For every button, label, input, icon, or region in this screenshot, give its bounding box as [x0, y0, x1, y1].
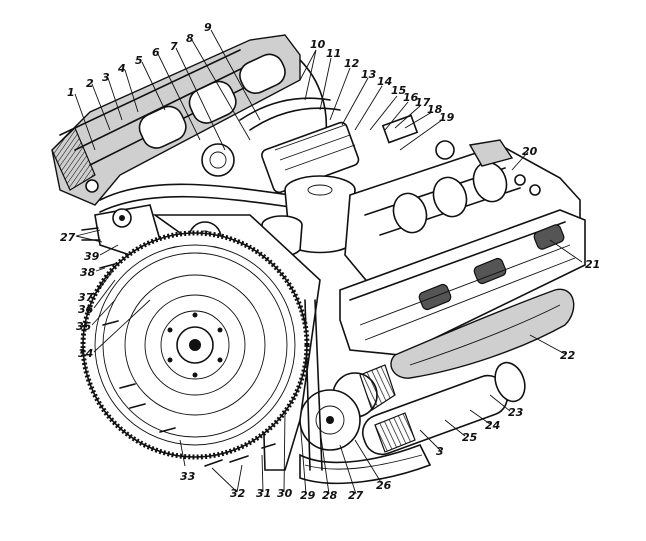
- callout-26: 26: [376, 479, 392, 492]
- front-bracket: [81, 204, 161, 256]
- callout-37: 37: [78, 291, 94, 304]
- callout-38: 38: [80, 266, 96, 279]
- callout-2: 2: [86, 77, 94, 90]
- right-cylinder-block: [339, 209, 586, 356]
- callout-32: 32: [230, 487, 246, 500]
- callout-33: 33: [180, 470, 196, 483]
- generator: [299, 364, 396, 451]
- callout-7: 7: [170, 40, 178, 53]
- callout-18: 18: [427, 103, 443, 116]
- flywheel: [80, 230, 310, 460]
- callout-17: 17: [415, 96, 431, 109]
- callout-14: 14: [377, 75, 392, 88]
- callout-29: 29: [300, 489, 316, 502]
- leader-lines: [74, 29, 583, 495]
- callout-5: 5: [135, 54, 143, 67]
- callout-3: 3: [102, 71, 110, 84]
- callout-31: 31: [256, 487, 271, 500]
- callout-3b: 3: [436, 445, 444, 458]
- callout-11: 11: [326, 47, 341, 60]
- exhaust-manifold: [390, 288, 575, 379]
- callout-25: 25: [462, 431, 478, 444]
- left-cylinder-head: [51, 34, 301, 206]
- mounting-studs: [99, 263, 276, 467]
- callout-35: 35: [76, 320, 92, 333]
- callout-6: 6: [152, 46, 160, 59]
- callout-27: 27: [348, 489, 364, 502]
- callout-24: 24: [485, 419, 500, 432]
- callout-20: 20: [522, 145, 538, 158]
- callout-27b: 27: [60, 231, 76, 244]
- callout-28: 28: [322, 489, 338, 502]
- callout-30: 30: [277, 487, 293, 500]
- callout-34: 34: [78, 347, 93, 360]
- fuel-injection-pump: [201, 114, 455, 194]
- callout-21: 21: [585, 258, 600, 271]
- starter-motor: [361, 361, 526, 456]
- callout-4: 4: [117, 62, 126, 75]
- callout-12: 12: [344, 57, 360, 70]
- callout-23: 23: [508, 406, 524, 419]
- callout-10: 10: [310, 38, 326, 51]
- exhaust-pipe: [299, 443, 432, 485]
- callout-36: 36: [78, 303, 94, 316]
- callout-39: 39: [84, 250, 100, 263]
- callout-8: 8: [186, 32, 194, 45]
- callout-16: 16: [403, 91, 419, 104]
- callout-22: 22: [560, 349, 576, 362]
- callout-9: 9: [204, 21, 212, 34]
- callout-13: 13: [361, 68, 377, 81]
- callout-15: 15: [391, 84, 407, 97]
- callout-1: 1: [67, 86, 75, 99]
- air-filter: [261, 175, 356, 257]
- callout-19: 19: [439, 111, 455, 124]
- callout-labels: 1 2 3 4 5 6 7 8 9 10 11 12 13 14 15 16 1…: [60, 21, 600, 502]
- engine-illustration: [51, 34, 586, 485]
